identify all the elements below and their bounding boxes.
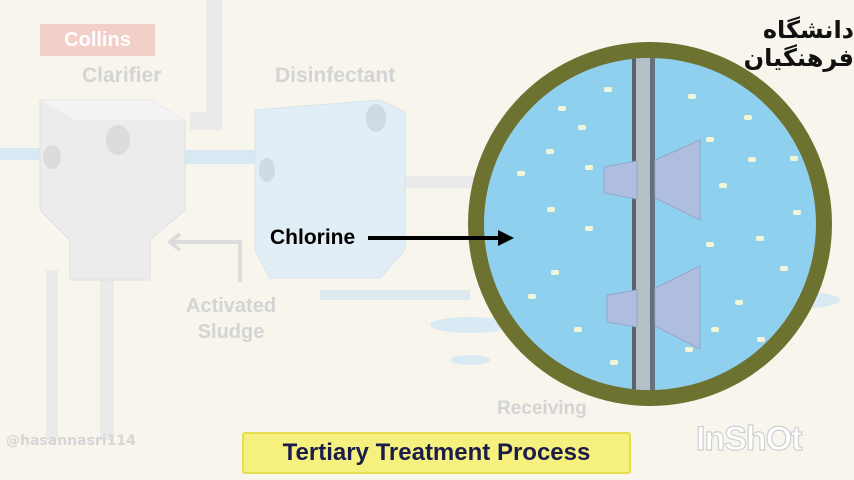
shaft-left-edge xyxy=(632,58,636,390)
baffle-upper-left xyxy=(603,160,638,200)
watermark-handle: @hasannasri114 xyxy=(6,433,136,449)
chlorine-label: Chlorine xyxy=(270,226,356,249)
shaft-right-edge xyxy=(650,58,655,390)
disinfectant-label: Disinfectant xyxy=(275,64,396,87)
activated-sludge-line-2: Sludge xyxy=(197,321,265,343)
baffle-upper-right xyxy=(654,139,701,221)
disinfectant-tank xyxy=(254,99,406,279)
pipe-cross-section xyxy=(468,42,832,406)
clarifier-label: Clarifier xyxy=(82,64,162,87)
receiving-water-label: Receiving xyxy=(497,398,587,419)
caption-banner: Tertiary Treatment Process xyxy=(242,432,631,474)
arrow-left-faded-icon xyxy=(166,232,242,282)
caption-text: Tertiary Treatment Process xyxy=(282,439,591,466)
clarifier-tank xyxy=(39,99,186,281)
chlorine-particles xyxy=(517,87,801,365)
collins-logo: Collins xyxy=(40,24,155,56)
university-title: دانشگاه فرهنگیان xyxy=(743,16,854,72)
mixer-shaft xyxy=(636,58,650,390)
baffle-lower-left xyxy=(606,289,638,328)
inshot-watermark: InShOt xyxy=(695,419,803,458)
arrow-right-icon xyxy=(368,230,514,246)
baffle-lower-right xyxy=(654,265,701,350)
activated-sludge-line-1: Activated xyxy=(186,295,277,317)
activated-sludge-label: Activated Sludge xyxy=(186,293,276,345)
